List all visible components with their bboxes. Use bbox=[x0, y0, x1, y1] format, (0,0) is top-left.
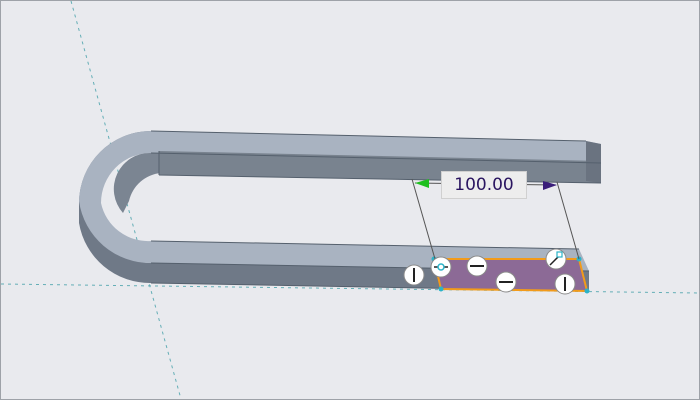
part-edge-lines bbox=[150, 130, 602, 292]
horizontal-constraint-icon[interactable] bbox=[466, 255, 488, 277]
coincident-constraint-icon[interactable] bbox=[430, 256, 452, 278]
dimension-arrow-right-icon bbox=[543, 181, 557, 190]
part-upper-arm-end bbox=[586, 141, 601, 183]
dimension-extension-line bbox=[411, 178, 436, 260]
dimension-arrow-left-icon bbox=[415, 179, 429, 188]
dimension-extension-line bbox=[556, 181, 580, 260]
vertical-axis-line bbox=[70, 1, 182, 399]
vertical-constraint-icon[interactable] bbox=[554, 273, 576, 295]
part-top-face bbox=[79, 131, 601, 271]
sketch-vertex-point[interactable] bbox=[438, 286, 444, 292]
dimension-value-label[interactable]: 100.00 bbox=[441, 171, 527, 199]
sketch-vertex-point[interactable] bbox=[584, 288, 590, 294]
coincident-constraint-icon[interactable] bbox=[545, 248, 567, 270]
vertical-constraint-icon[interactable] bbox=[403, 264, 425, 286]
horizontal-constraint-icon[interactable] bbox=[495, 271, 517, 293]
